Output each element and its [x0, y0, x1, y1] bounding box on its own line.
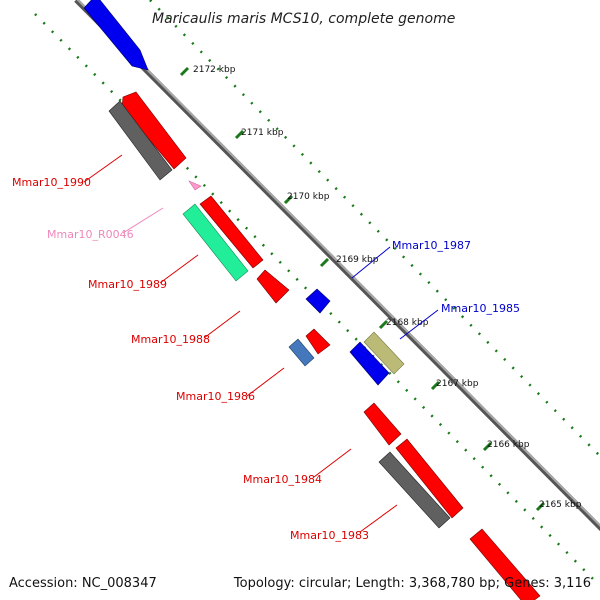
gene-arrow-blue-top[interactable]: [83, 0, 149, 71]
tick-2167: [430, 380, 441, 391]
scale-ticks: [179, 66, 546, 512]
topology-text: Topology: circular; Length: 3,368,780 bp…: [233, 576, 591, 591]
label-mmar10-r0046[interactable]: Mmar10_R0046: [47, 228, 134, 241]
tick-2170: [283, 194, 294, 205]
leader-mmar10-1990: [83, 154, 123, 183]
scale-label-2169: 2169 kbp: [336, 255, 379, 265]
label-mmar10-1984[interactable]: Mmar10_1984: [243, 473, 322, 486]
gene-features: [83, 0, 541, 600]
scale-label-2171: 2171 kbp: [241, 128, 284, 138]
label-leaders: [83, 154, 439, 533]
leader-mmar10-1987: [351, 246, 391, 279]
gene-arrow-mmar10-1987[interactable]: [305, 288, 331, 314]
gene-arrow-mmar10-1989[interactable]: [199, 195, 264, 269]
gene-bar-grey-1990[interactable]: [108, 100, 173, 181]
tick-2165: [535, 501, 546, 512]
gene-bar-steelblue-1986[interactable]: [288, 338, 315, 367]
gene-labels: Mmar10_1990 Mmar10_R0046 Mmar10_1989 Mma…: [12, 176, 520, 542]
leader-mmar10-1985: [399, 309, 439, 340]
gene-arrow-mmar10-1988[interactable]: [256, 269, 290, 304]
gene-arrow-red-bottom[interactable]: [469, 528, 541, 600]
scale-label-2167: 2167 kbp: [436, 379, 479, 389]
label-mmar10-1987[interactable]: Mmar10_1987: [392, 239, 471, 252]
gene-arrow-mmar10-1985[interactable]: [349, 341, 390, 386]
label-mmar10-1985[interactable]: Mmar10_1985: [441, 302, 520, 315]
genome-backbone: [76, 0, 600, 527]
tick-2169: [319, 257, 330, 268]
leader-mmar10-1989: [159, 254, 199, 284]
genome-backbone-shadow: [74, 0, 600, 532]
scale-labels: 2172 kbp 2171 kbp 2170 kbp 2169 kbp 2168…: [193, 65, 582, 510]
label-mmar10-1983[interactable]: Mmar10_1983: [290, 529, 369, 542]
tick-2171: [234, 129, 245, 140]
label-mmar10-1989[interactable]: Mmar10_1989: [88, 278, 167, 291]
scale-label-2170: 2170 kbp: [287, 192, 330, 202]
leader-mmar10-r0046: [122, 207, 164, 234]
scale-label-2172: 2172 kbp: [193, 65, 236, 75]
scale-label-2166: 2166 kbp: [487, 440, 530, 450]
leader-mmar10-1988: [203, 310, 241, 339]
gene-arrow-mmar10-1984[interactable]: [363, 402, 402, 446]
leader-mmar10-1983: [359, 504, 398, 533]
tick-2168: [378, 319, 389, 330]
label-mmar10-1990[interactable]: Mmar10_1990: [12, 176, 91, 189]
map-title: Maricaulis maris MCS10, complete genome: [152, 11, 455, 27]
label-mmar10-1986[interactable]: Mmar10_1986: [176, 390, 255, 403]
leader-mmar10-1986: [246, 367, 285, 397]
tick-2166: [482, 441, 493, 452]
leader-mmar10-1984: [313, 448, 352, 478]
label-mmar10-1988[interactable]: Mmar10_1988: [131, 333, 210, 346]
tick-2172: [179, 66, 190, 77]
scale-label-2165: 2165 kbp: [539, 500, 582, 510]
gene-bar-grey-1983[interactable]: [378, 451, 451, 529]
scale-label-2168: 2168 kbp: [386, 318, 429, 328]
gene-arrow-mmar10-r0046[interactable]: [188, 180, 202, 191]
gene-bar-green-1989[interactable]: [182, 203, 249, 282]
accession-text: Accession: NC_008347: [9, 576, 157, 591]
gene-arrow-mmar10-1986[interactable]: [305, 328, 331, 355]
gene-bar-olive-1985[interactable]: [363, 331, 405, 375]
gene-arrow-mmar10-1983[interactable]: [395, 438, 464, 519]
